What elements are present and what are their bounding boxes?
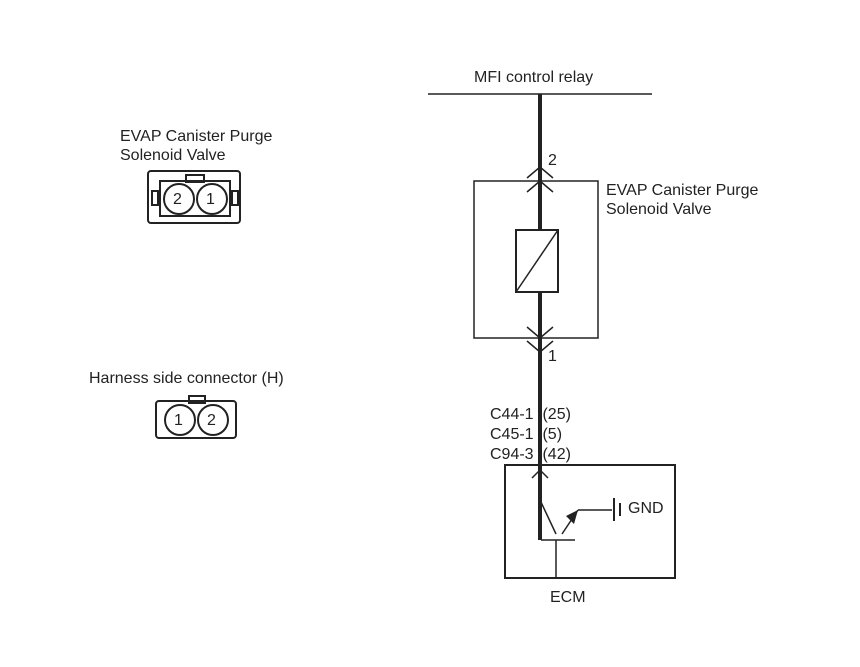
ecm-box	[504, 464, 676, 579]
component-connector-right-tab	[231, 190, 239, 206]
harness-pin-2-circle	[197, 404, 229, 436]
component-connector-pin-right: 1	[206, 191, 215, 208]
component-connector-latch	[185, 174, 205, 183]
ecm-terminal-3: C94-3 (42)	[490, 445, 571, 464]
component-connector-pin-left: 2	[173, 191, 182, 208]
pin-2-marker	[526, 166, 554, 179]
pin-2-inner-marker	[526, 180, 554, 193]
harness-connector-housing	[155, 400, 237, 439]
pin-1-inner-marker	[526, 326, 554, 339]
ecm-terminal-1: C44-1 (25)	[490, 405, 571, 424]
ecm-terminal-2: C45-1 (5)	[490, 425, 562, 444]
component-connector-drawing	[147, 170, 241, 224]
solenoid-valve-label-line2: Solenoid Valve	[606, 201, 712, 218]
harness-connector-latch	[188, 395, 206, 404]
component-connector-housing	[147, 170, 241, 224]
harness-pin-1-circle	[164, 404, 196, 436]
solenoid-pin-2-label: 2	[548, 152, 557, 169]
harness-connector-title: Harness side connector (H)	[89, 370, 284, 387]
component-connector-title-line1: EVAP Canister Purge	[120, 128, 273, 145]
harness-connector-drawing	[155, 395, 237, 439]
relay-label: MFI control relay	[474, 69, 594, 86]
ecm-entry-marker	[531, 468, 549, 479]
ecm-terminal-3-pin: (42)	[542, 446, 571, 463]
ecm-terminal-1-pin: (25)	[542, 406, 571, 423]
solenoid-valve-box	[473, 180, 599, 339]
solenoid-coil-diagonal	[515, 229, 559, 293]
transistor-arrow	[566, 510, 578, 524]
component-pin-1-circle	[163, 183, 195, 215]
ecm-terminal-2-id: C45-1	[490, 426, 534, 443]
component-connector-title-line2: Solenoid Valve	[120, 147, 226, 164]
component-connector-left-tab	[151, 190, 159, 206]
harness-connector-pin-left: 1	[174, 412, 183, 429]
ecm-terminal-3-id: C94-3	[490, 446, 534, 463]
ecm-label: ECM	[550, 589, 586, 606]
solenoid-valve-label-line1: EVAP Canister Purge	[606, 182, 759, 199]
component-pin-2-circle	[196, 183, 228, 215]
transistor-collector	[539, 499, 557, 535]
solenoid-pin-1-label: 1	[548, 348, 557, 365]
ecm-terminal-1-id: C44-1	[490, 406, 534, 423]
ground-label: GND	[628, 500, 664, 517]
harness-connector-pin-right: 2	[207, 412, 216, 429]
ecm-terminal-2-pin: (5)	[542, 426, 563, 443]
pin-1-marker	[526, 340, 554, 353]
